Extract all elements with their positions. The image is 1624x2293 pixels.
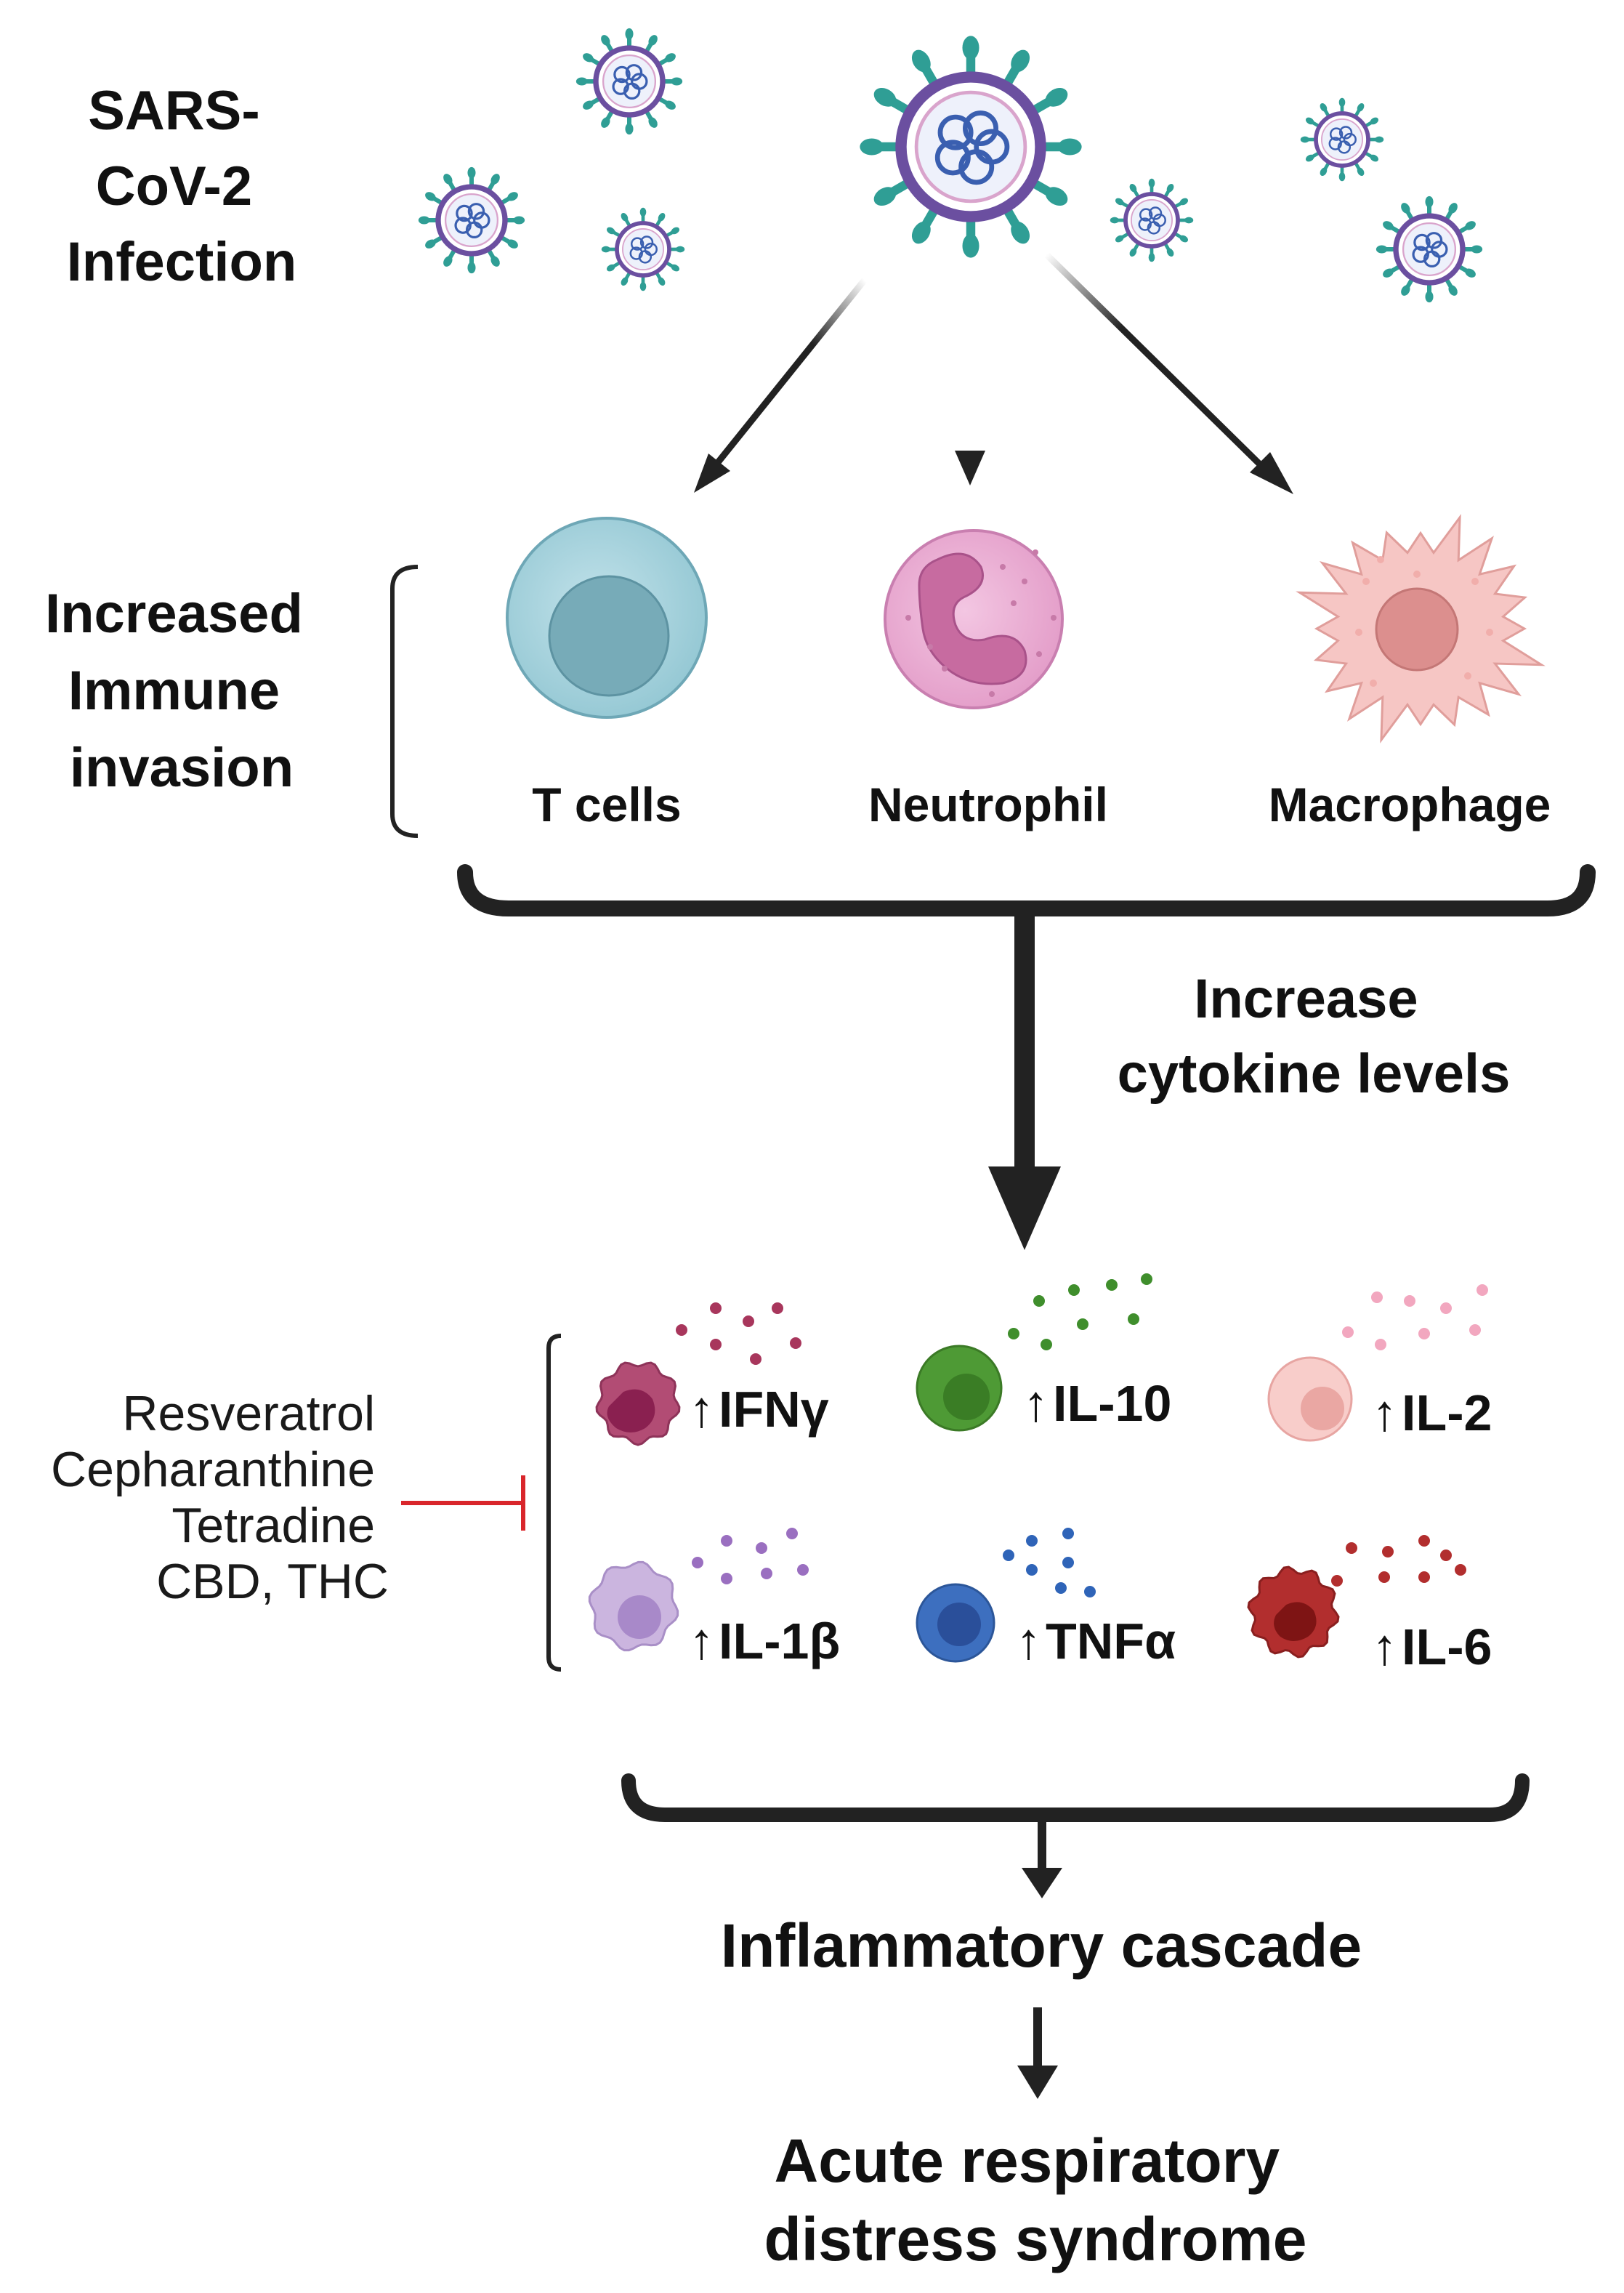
cytokine-particle <box>1062 1528 1074 1539</box>
virus-5 <box>1300 97 1384 182</box>
cytokine-particle <box>1041 1339 1052 1350</box>
virus-1 <box>575 28 683 135</box>
cells-left-bracket <box>390 565 419 838</box>
cytokine-left-bracket <box>546 1334 562 1672</box>
label-macrophage: Macrophage <box>1269 778 1551 831</box>
cytokine-particle <box>761 1568 772 1579</box>
cytokine-particle <box>750 1353 761 1365</box>
cytokine-bottom-bracket <box>621 1773 1530 1822</box>
cytokine-particle <box>1455 1564 1466 1576</box>
cytokine-particle <box>1128 1313 1139 1325</box>
cytokine-particle <box>786 1528 798 1539</box>
virus-cluster <box>418 28 1483 303</box>
cytokine-particle <box>1418 1571 1430 1583</box>
cytokine-il10-label: ↑IL-10 <box>1023 1375 1171 1432</box>
big-arrow-down <box>988 916 1061 1250</box>
cytokine-particle <box>710 1339 722 1350</box>
outcome-label: Acute respiratory distress syndrome <box>764 2127 1307 2273</box>
cytokine-particle <box>790 1337 801 1349</box>
cytokine-particle <box>1033 1295 1045 1307</box>
cytokine-particle <box>1106 1279 1118 1291</box>
cytokine-particle <box>1342 1326 1354 1338</box>
arrow-to-tcells <box>713 278 868 467</box>
cytokine-particle <box>756 1542 767 1554</box>
cytokine-tnfa-label: ↑TNFα <box>1016 1613 1176 1669</box>
cytokine-step-label: Increase cytokine levels <box>1118 968 1511 1105</box>
cytokine-il2-label: ↑IL-2 <box>1372 1385 1492 1441</box>
ifng-cell-icon <box>595 1361 681 1446</box>
inhibition-line <box>401 1475 525 1531</box>
cytokine-particle <box>1008 1328 1019 1339</box>
cytokine-particle <box>1440 1550 1452 1561</box>
tcell-icon <box>506 517 708 719</box>
virus-6 <box>1375 196 1483 303</box>
cytokine-il1b-label: ↑IL-1β <box>689 1613 840 1669</box>
neutrophil-icon <box>884 529 1064 709</box>
cells-bottom-bracket <box>457 864 1596 916</box>
infection-title: SARS- CoV-2 Infection <box>67 80 297 293</box>
cascade-label: Inflammatory cascade <box>721 1911 1362 1980</box>
cytokine-particle <box>1469 1324 1481 1336</box>
cytokine-particle <box>1026 1535 1038 1547</box>
cytokine-particle <box>1371 1291 1383 1303</box>
virus-3 <box>601 207 685 291</box>
il10-cell-icon <box>916 1345 1003 1432</box>
cytokine-particle <box>1055 1582 1067 1594</box>
cytokine-particle <box>1346 1542 1357 1554</box>
arrow-to-macrophage <box>1043 251 1264 468</box>
cytokine-particle <box>1378 1571 1390 1583</box>
cytokine-particle <box>710 1302 722 1314</box>
cytokine-particle <box>797 1564 809 1576</box>
arrow-to-cascade <box>1022 1817 1062 1898</box>
cytokine-particle <box>1382 1546 1394 1557</box>
cytokine-particle <box>1331 1575 1343 1587</box>
cytokine-particle <box>1404 1295 1415 1307</box>
cytokine-particle <box>721 1535 732 1547</box>
virus-2 <box>418 166 525 274</box>
cytokine-particle <box>1375 1339 1386 1350</box>
cytokine-il6-label: ↑IL-6 <box>1372 1619 1492 1675</box>
il6-cell-icon <box>1247 1565 1340 1659</box>
cytokine-particle <box>1418 1535 1430 1547</box>
cytokine-particle <box>1003 1550 1014 1561</box>
il1b-cell-icon <box>588 1560 679 1652</box>
cytokine-particle <box>1077 1318 1088 1330</box>
cytokine-particle <box>743 1315 754 1327</box>
label-tcells: T cells <box>532 778 681 831</box>
invasion-title: Increased Immune invasion <box>45 583 318 799</box>
cytokine-particle <box>1476 1284 1488 1296</box>
cytokine-ifng-label: ↑IFNγ <box>689 1381 829 1438</box>
cytokine-particle <box>1084 1586 1096 1597</box>
cytokine-particle <box>1418 1328 1430 1339</box>
cytokine-particle <box>1026 1564 1038 1576</box>
cytokine-particle <box>1068 1284 1080 1296</box>
tnfa-cell-icon <box>916 1583 995 1663</box>
cytokine-particle <box>692 1557 703 1568</box>
cytokine-particle <box>676 1324 687 1336</box>
cytokine-particle <box>721 1573 732 1584</box>
macrophage-icon <box>1296 514 1546 743</box>
cytokine-particle <box>772 1302 783 1314</box>
virus-4 <box>1110 178 1194 262</box>
cytokine-particle <box>1141 1273 1152 1285</box>
label-neutrophil: Neutrophil <box>868 778 1108 831</box>
virus-main <box>860 36 1082 258</box>
inhibitor-list: Resveratrol Cepharanthine Tetradine CBD,… <box>51 1386 389 1609</box>
infection-arrows <box>694 251 1293 494</box>
arrow-to-outcome <box>1017 2007 1058 2099</box>
cytokine-particle <box>1440 1302 1452 1314</box>
il2-cell-icon <box>1267 1356 1353 1442</box>
cytokine-particle <box>1062 1557 1074 1568</box>
cytokine-particles <box>676 1273 1488 1597</box>
